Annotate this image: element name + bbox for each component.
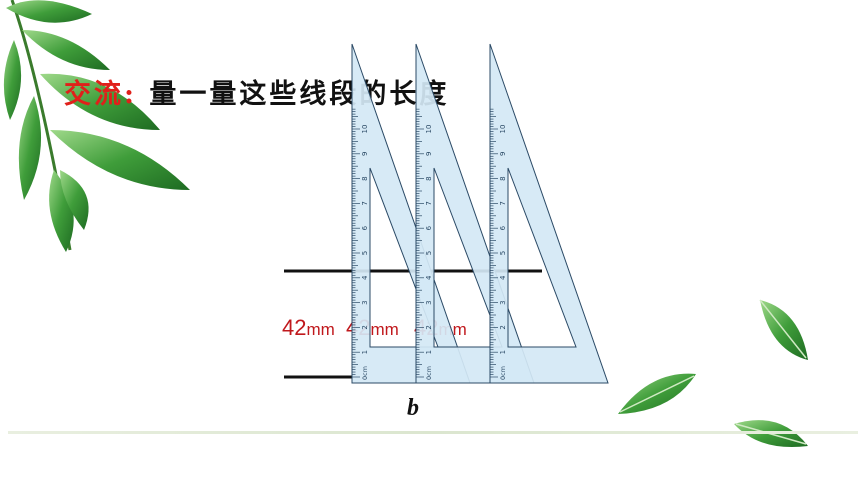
ruler-number: 9: [361, 152, 369, 156]
ruler-number: 2: [361, 325, 369, 329]
ruler-number: 4: [499, 275, 507, 280]
ruler-number: 5: [499, 251, 507, 255]
measurement-label: 42mm: [282, 315, 335, 340]
ruler-number: 3: [361, 300, 369, 304]
ruler-number: 7: [499, 201, 507, 205]
leaf-branch-icon: [3, 0, 190, 252]
heading-keyword: 交流:: [64, 79, 137, 110]
ruler-unit-label: 0cm: [499, 366, 507, 380]
ruler-unit-label: 0cm: [361, 366, 369, 380]
ruler-number: 1: [361, 350, 369, 354]
ruler-number: 2: [499, 325, 507, 329]
ruler-number: 7: [425, 201, 433, 205]
ruler-number: 4: [361, 275, 369, 280]
ruler-number: 10: [499, 125, 507, 134]
ruler-number: 8: [499, 176, 507, 180]
slide-heading: 交流: 量一量这些线段的长度: [64, 78, 449, 112]
triangle-ruler: 1 2 3 4 5 6 7 8 9 10 0cm: [489, 43, 609, 384]
ruler-number: 8: [425, 176, 433, 180]
ruler-number: 6: [361, 225, 369, 230]
ruler-number: 10: [361, 125, 369, 134]
ruler-number: 10: [425, 125, 433, 134]
triangle-ruler: 1 2 3 4 5 6 7 8 9 10 0cm: [415, 43, 535, 384]
ruler-number: 4: [425, 275, 433, 280]
ruler-number: 2: [425, 325, 433, 329]
ruler-number: 6: [425, 225, 433, 230]
triangle-ruler: 1 2 3 4 5 6 7 8 9 10 0cm: [351, 43, 471, 384]
ruler-number: 1: [425, 350, 433, 354]
ruler-number: 8: [361, 176, 369, 180]
segment-label: b: [407, 395, 419, 421]
ruler-number: 1: [499, 350, 507, 354]
ruler-number: 9: [499, 152, 507, 156]
ruler-number: 5: [425, 251, 433, 255]
ruler-unit-label: 0cm: [425, 366, 433, 380]
ruler-number: 6: [499, 225, 507, 230]
ruler-number: 9: [425, 152, 433, 156]
ruler-number: 3: [425, 300, 433, 304]
ruler-number: 3: [499, 300, 507, 304]
footer-divider: [8, 431, 858, 434]
heading-text: 量一量这些线段的长度: [149, 79, 450, 110]
ruler-number: 7: [361, 201, 369, 205]
ruler-number: 5: [361, 251, 369, 255]
